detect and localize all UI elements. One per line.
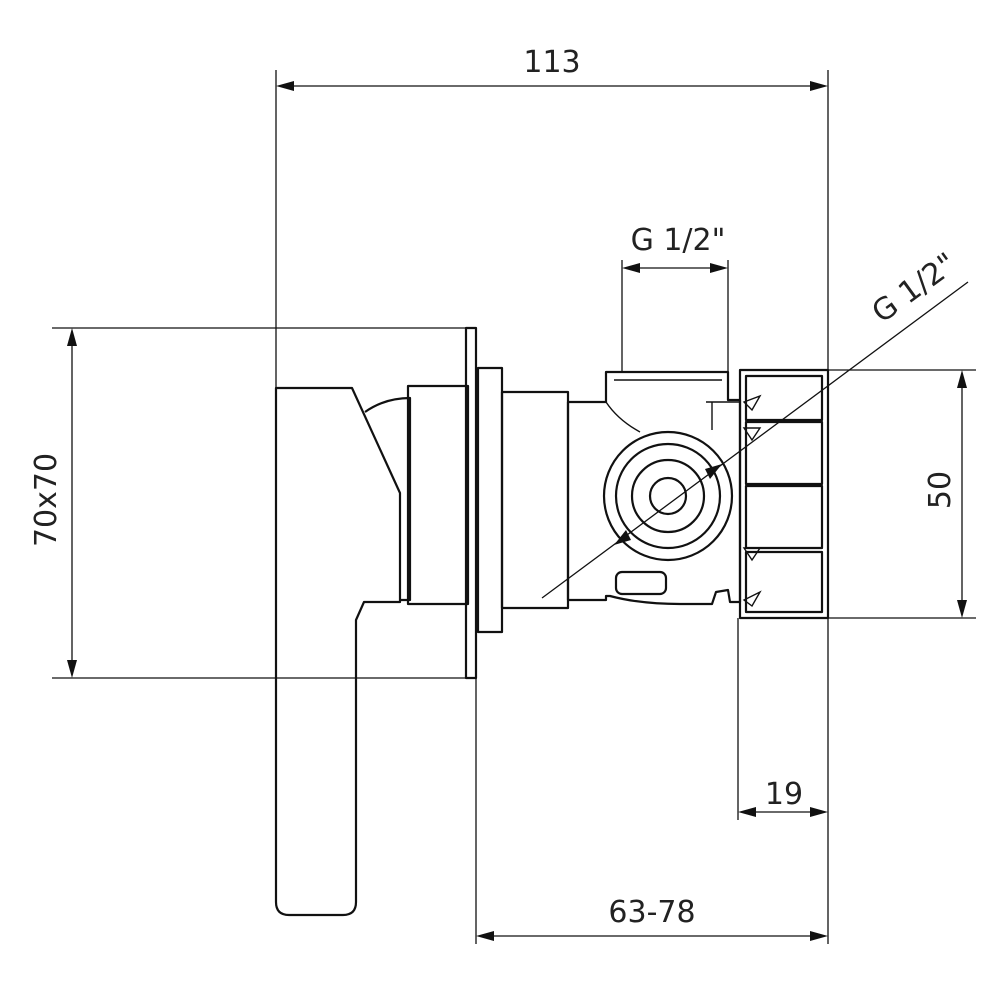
inlet-port [602, 430, 734, 562]
dim-body-depth-label: 19 [765, 777, 803, 812]
valve-body [566, 370, 742, 606]
mounting-bracket [706, 368, 830, 620]
plug [614, 570, 668, 596]
flange [476, 366, 504, 634]
dim-top-outlet: G 1/2" [621, 223, 729, 372]
mixer-body [274, 326, 830, 917]
dim-top-outlet-label: G 1/2" [631, 223, 726, 258]
cover-plate [464, 326, 478, 680]
dim-cover-plate: 70x70 [29, 327, 466, 679]
sleeve [500, 390, 570, 610]
dim-cover-plate-label: 70x70 [29, 453, 64, 547]
escutcheon-ring [406, 384, 470, 606]
dim-body-height: 50 [828, 369, 976, 619]
dim-overall-length-label: 113 [523, 45, 580, 80]
dim-installation-depth: 63-78 [475, 678, 828, 944]
body-inner-curve [605, 401, 641, 433]
handle-hub [364, 396, 412, 602]
dim-overall-length: 113 [275, 45, 829, 388]
dim-installation-depth-label: 63-78 [608, 895, 695, 930]
dim-body-height-label: 50 [923, 471, 958, 509]
dim-body-depth: 19 [737, 618, 829, 944]
dim-side-inlet-label: G 1/2" [866, 246, 963, 330]
lever-handle [274, 386, 402, 917]
